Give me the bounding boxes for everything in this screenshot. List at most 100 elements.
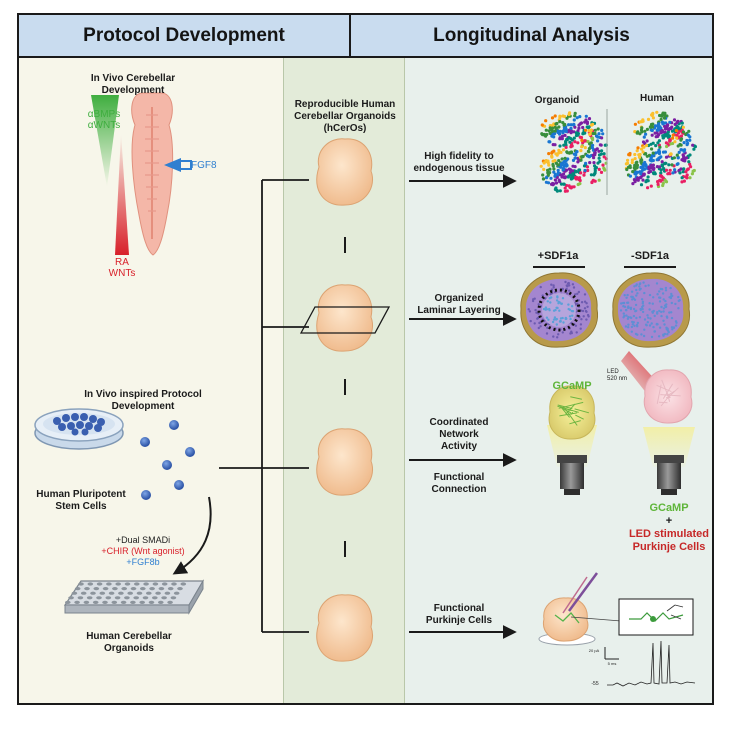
cell-dot bbox=[635, 294, 638, 297]
fidelity-line2: endogenous tissue bbox=[413, 163, 505, 174]
umap-point bbox=[636, 146, 640, 150]
umap-point bbox=[568, 171, 572, 175]
umap-point bbox=[678, 142, 682, 147]
umap-point bbox=[639, 170, 643, 174]
umap-point bbox=[570, 185, 574, 189]
cell-dot bbox=[556, 306, 559, 310]
functional-connection-label: Functional Connection bbox=[403, 472, 515, 496]
cell-dot bbox=[555, 299, 559, 302]
umap-point bbox=[675, 136, 679, 140]
umap-point bbox=[586, 154, 591, 158]
single-cells bbox=[140, 420, 195, 500]
umap-point bbox=[544, 128, 548, 132]
umap-point bbox=[686, 141, 690, 145]
umap-point bbox=[670, 129, 675, 133]
sdf-minus-label: -SDF1a bbox=[631, 250, 669, 262]
cell-dot bbox=[670, 301, 673, 305]
umap-point bbox=[639, 128, 644, 132]
cell-dot bbox=[529, 319, 532, 323]
umap-point bbox=[562, 127, 567, 131]
umap-point bbox=[668, 120, 672, 124]
network-fiber bbox=[561, 407, 572, 414]
umap-point bbox=[670, 125, 674, 129]
plate-label-line1: Human Cerebellar bbox=[86, 631, 172, 642]
umap-point bbox=[561, 168, 565, 172]
well bbox=[167, 587, 174, 591]
umap-point bbox=[589, 141, 593, 145]
cell-dot bbox=[639, 308, 642, 312]
umap-point bbox=[675, 121, 679, 125]
umap-point bbox=[648, 125, 653, 129]
umap-point bbox=[679, 134, 684, 138]
umap-point bbox=[565, 116, 569, 120]
umap-point bbox=[679, 137, 684, 141]
cell-dot bbox=[626, 306, 630, 309]
cell-dot bbox=[668, 311, 671, 314]
umap-point bbox=[691, 143, 695, 147]
cell-dot bbox=[650, 322, 653, 325]
led-label: LED bbox=[607, 369, 619, 375]
umap-point bbox=[565, 137, 569, 142]
umap-point bbox=[633, 163, 637, 167]
network-fiber bbox=[570, 396, 583, 400]
umap-point bbox=[569, 126, 573, 130]
cell-dot bbox=[560, 302, 563, 305]
cell-dot bbox=[652, 296, 655, 299]
cell-dot bbox=[648, 324, 652, 327]
umap-point bbox=[641, 166, 645, 170]
cell-dot bbox=[551, 320, 555, 324]
umap-point bbox=[574, 150, 579, 154]
umap-point bbox=[564, 129, 568, 134]
differentiation-arrow bbox=[172, 496, 212, 575]
umap-point bbox=[656, 182, 660, 186]
umap-point bbox=[557, 178, 561, 182]
well bbox=[143, 582, 149, 586]
cell-dot bbox=[638, 316, 642, 319]
umap-point bbox=[660, 163, 664, 167]
cell-dot bbox=[626, 317, 630, 320]
umap-point bbox=[666, 123, 670, 127]
well bbox=[180, 582, 187, 586]
fidelity-label: High fidelity to endogenous tissue bbox=[403, 151, 515, 175]
well bbox=[146, 591, 152, 595]
well bbox=[74, 600, 80, 605]
umap-point bbox=[680, 176, 684, 180]
well bbox=[86, 596, 93, 600]
cell-dot bbox=[621, 301, 625, 305]
cell-dot bbox=[666, 327, 669, 330]
umap-point bbox=[687, 160, 691, 164]
umap-point bbox=[627, 153, 631, 157]
umap-point bbox=[587, 150, 591, 154]
umap-point bbox=[557, 148, 561, 152]
umap-point bbox=[560, 136, 564, 140]
umap-point bbox=[689, 165, 693, 169]
cell-dot bbox=[557, 333, 560, 336]
cell-dot bbox=[655, 322, 659, 326]
well bbox=[161, 596, 167, 600]
network-line1: Coordinated bbox=[429, 417, 489, 428]
umap-point bbox=[596, 139, 600, 143]
umap-point bbox=[550, 116, 555, 120]
bmp-label: αBMPs bbox=[87, 109, 121, 120]
umap-point bbox=[665, 127, 670, 131]
umap-point bbox=[540, 132, 544, 136]
umap-point bbox=[659, 171, 663, 175]
umap-point bbox=[583, 168, 587, 173]
cell-dot bbox=[555, 317, 558, 321]
cell-dot bbox=[677, 307, 680, 310]
network-fiber bbox=[661, 379, 668, 395]
umap-point bbox=[553, 159, 557, 163]
umap-point bbox=[541, 177, 546, 181]
umap-point bbox=[592, 156, 596, 160]
umap-point bbox=[597, 132, 601, 136]
cell-dot bbox=[543, 319, 546, 322]
umap-point bbox=[594, 166, 599, 170]
umap-point bbox=[573, 156, 577, 160]
umap-point bbox=[681, 125, 686, 129]
cell-dot bbox=[528, 310, 532, 313]
umap-point bbox=[560, 157, 564, 161]
umap-point bbox=[551, 162, 555, 167]
cell-dot bbox=[583, 300, 587, 303]
well bbox=[124, 582, 131, 586]
umap-point bbox=[633, 130, 637, 134]
